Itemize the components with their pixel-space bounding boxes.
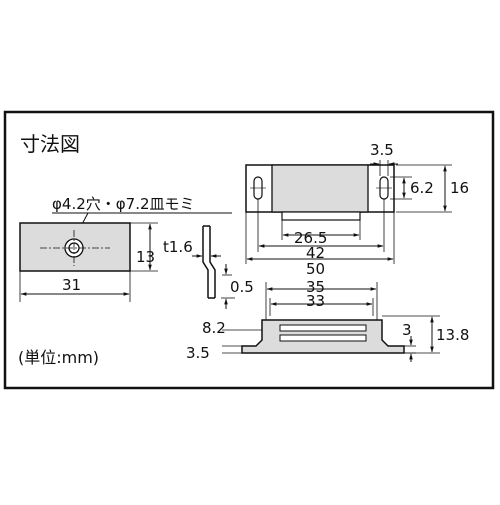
thickness-label: t1.6 <box>163 238 193 256</box>
base-height-dim: 3.5 <box>186 344 210 362</box>
front-width-dim: 31 <box>62 276 81 294</box>
drawing-title: 寸法図 <box>20 132 80 156</box>
outer-width-dim: 35 <box>306 278 325 296</box>
top-view: 3.5 6.2 16 26.5 42 50 <box>245 141 469 278</box>
hole-spec-label: φ4.2穴・φ7.2皿モミ <box>52 195 195 213</box>
inner-body-width-dim: 33 <box>306 292 325 310</box>
unit-note: (単位:mm) <box>18 348 99 367</box>
rib-height-dim: 3 <box>402 321 412 339</box>
front-view: φ4.2穴・φ7.2皿モミ 13 31 <box>19 195 232 302</box>
top-body <box>271 164 369 213</box>
body-view: 35 33 8.2 3.5 3 13.8 <box>186 278 469 362</box>
side-view: t1.6 0.5 <box>163 225 254 309</box>
overall-height-dim: 16 <box>450 179 469 197</box>
overall-length-dim: 50 <box>306 260 325 278</box>
step-height-dim: 8.2 <box>202 319 226 337</box>
overall-body-height-dim: 13.8 <box>436 326 469 344</box>
slot-height-dim: 6.2 <box>410 179 434 197</box>
offset-label: 0.5 <box>230 278 254 296</box>
front-height-dim: 13 <box>136 248 155 266</box>
slot-width-dim: 3.5 <box>370 141 394 159</box>
inner-width-dim: 26.5 <box>294 229 327 247</box>
